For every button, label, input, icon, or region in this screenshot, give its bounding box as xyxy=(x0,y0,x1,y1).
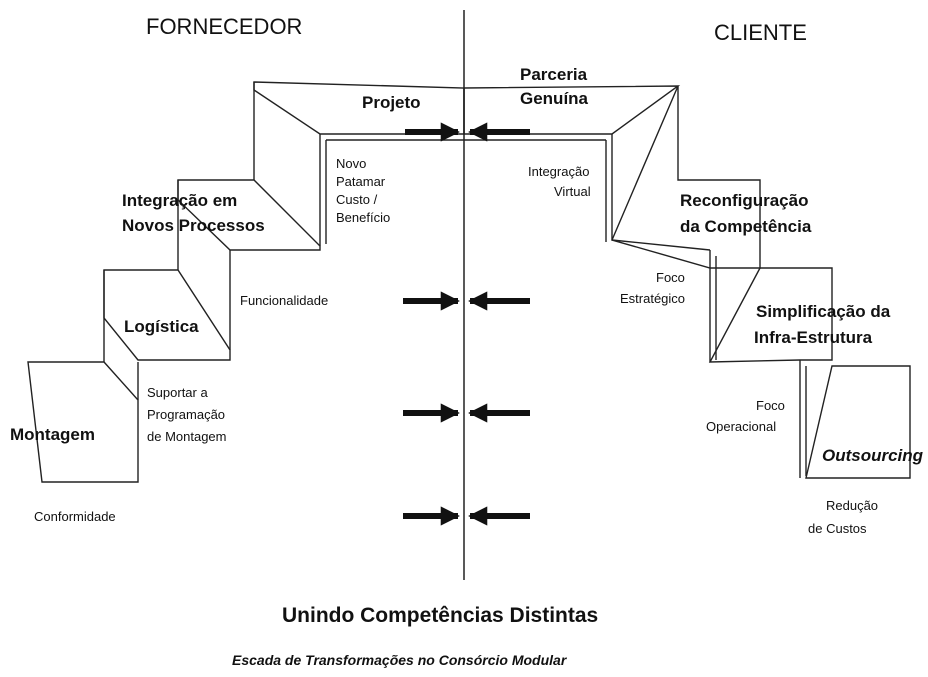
supplier-note-conformidade: Conformidade xyxy=(34,509,116,524)
supplier-note-suportar-line2: Programação xyxy=(147,407,225,422)
supplier-step-montagem: Montagem xyxy=(10,425,95,444)
supplier-note-funcionalidade: Funcionalidade xyxy=(240,293,328,308)
client-step-1-shape xyxy=(805,365,911,479)
footer-caption: Escada de Transformações no Consórcio Mo… xyxy=(232,652,568,668)
client-header: CLIENTE xyxy=(714,20,807,45)
convergence-arrows xyxy=(403,122,530,526)
supplier-step-2-shape xyxy=(103,269,231,361)
client-note-foco-op-line1: Foco xyxy=(756,398,785,413)
client-staircase xyxy=(463,85,911,479)
client-step-reconfiguracao-line1: Reconfiguração xyxy=(680,191,808,210)
supplier-note-suportar-line3: de Montagem xyxy=(147,429,227,444)
footer-title: Unindo Competências Distintas xyxy=(282,604,598,627)
supplier-header: FORNECEDOR xyxy=(146,14,302,39)
supplier-note-suportar-line1: Suportar a xyxy=(147,385,208,400)
supplier-step-integracao-line1: Integração em xyxy=(122,191,237,210)
client-note-integracao-line1: Integração xyxy=(528,164,589,179)
client-note-foco-est-line1: Foco xyxy=(656,270,685,285)
client-step-outsourcing: Outsourcing xyxy=(822,446,924,465)
supplier-step-integracao-line2: Novos Processos xyxy=(122,216,265,235)
supplier-step-4-shape xyxy=(253,81,465,135)
client-note-foco-op-line2: Operacional xyxy=(706,419,776,434)
supplier-step-logistica: Logística xyxy=(124,317,199,336)
client-step-parceria-line2: Genuína xyxy=(520,89,589,108)
client-note-foco-est-line2: Estratégico xyxy=(620,291,685,306)
supplier-step-projeto: Projeto xyxy=(362,93,421,112)
client-note-integracao-line2: Virtual xyxy=(554,184,591,199)
client-step-2-shape xyxy=(708,267,833,363)
supplier-note-novo-line4: Benefício xyxy=(336,210,390,225)
client-step-parceria-line1: Parceria xyxy=(520,65,588,84)
client-note-reducao-line1: Redução xyxy=(826,498,878,513)
supplier-step-1-shape xyxy=(27,361,139,483)
client-step-reconfiguracao-line2: da Competência xyxy=(680,217,812,236)
supplier-note-novo-line3: Custo / xyxy=(336,192,378,207)
supplier-staircase xyxy=(27,81,465,483)
client-note-reducao-line2: de Custos xyxy=(808,521,867,536)
client-step-simplificacao-line1: Simplificação da xyxy=(756,302,891,321)
client-step-simplificacao-line2: Infra-Estrutura xyxy=(754,328,873,347)
supplier-note-novo-line1: Novo xyxy=(336,156,366,171)
client-step-3-shape xyxy=(611,85,761,269)
supplier-note-novo-line2: Patamar xyxy=(336,174,386,189)
